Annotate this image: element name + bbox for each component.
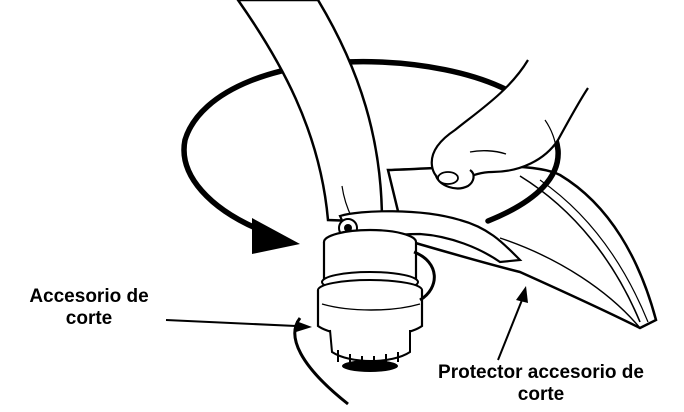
label-cutting-attachment-line2: corte bbox=[65, 308, 113, 329]
trimmer-shaft bbox=[236, 0, 384, 224]
label-attachment-guard: Protector accesorio de corte bbox=[400, 362, 682, 406]
label-cutting-attachment-line1: Accesorio de bbox=[29, 286, 149, 307]
trimmer-head bbox=[316, 228, 424, 372]
attachment-guard bbox=[386, 164, 658, 330]
label-attachment-guard-line1: Protector accesorio de bbox=[438, 362, 644, 383]
label-cutting-attachment: Accesorio de corte bbox=[4, 286, 174, 330]
label-attachment-guard-line2: corte bbox=[517, 384, 565, 405]
leader-lines bbox=[165, 286, 528, 361]
circular-arrow-icon bbox=[181, 58, 561, 254]
hand-icon bbox=[430, 59, 589, 190]
